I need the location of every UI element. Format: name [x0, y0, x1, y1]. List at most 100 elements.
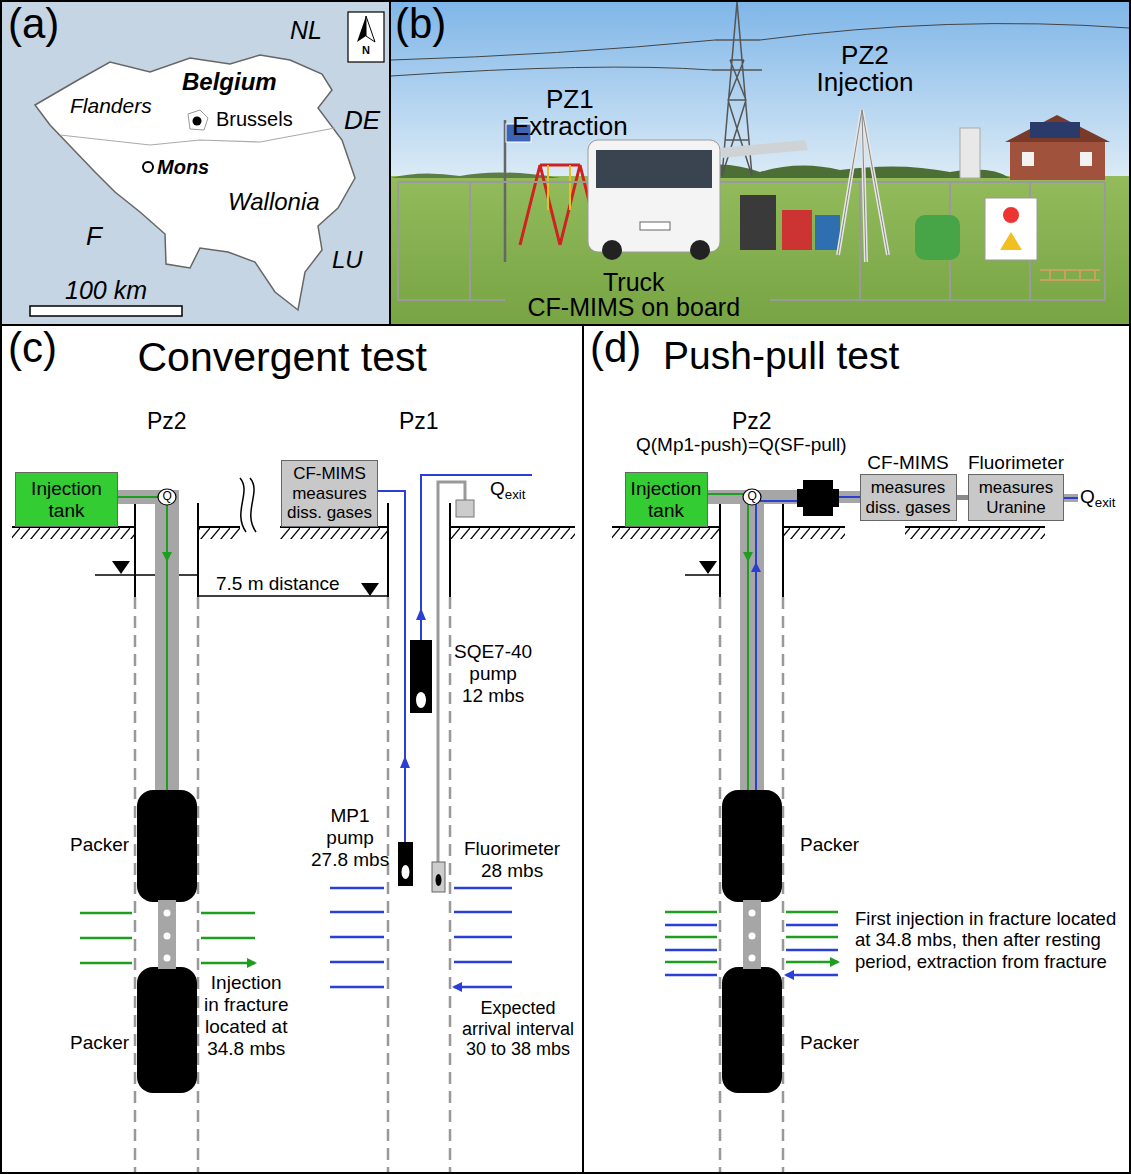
panel-letter: (a): [8, 0, 59, 48]
ground-surface: [905, 528, 1045, 539]
packer: [137, 967, 197, 1093]
flow-label: Qexit: [1080, 486, 1115, 508]
map: [366, 16, 375, 42]
site-photo: [1040, 270, 1100, 280]
site-photo: [720, 140, 808, 158]
site-photo: [838, 110, 888, 262]
map-label: Mons: [157, 156, 209, 179]
site-photo: [391, 24, 1129, 76]
tank-box: Injection tank: [625, 472, 708, 527]
flow-label: Qexit: [490, 478, 525, 500]
map-label: LU: [332, 246, 363, 274]
site-photo: [690, 240, 710, 260]
injection-pipe: [756, 501, 800, 795]
site-photo: [815, 215, 840, 250]
pump-line: [402, 865, 410, 879]
packer: [749, 910, 756, 917]
site-photo: [520, 165, 590, 245]
probe-label: Fluorimeter 28 mbs: [464, 838, 560, 882]
packer: [137, 790, 197, 902]
injection-pipe: [118, 497, 167, 795]
packer: [137, 790, 782, 1093]
map: [188, 110, 208, 130]
water-table: [95, 561, 720, 596]
packer: [164, 910, 171, 917]
packer: [722, 790, 782, 902]
photo-label: PZ2 Injection: [817, 42, 914, 97]
valve-label: Q: [163, 490, 172, 504]
box-label: Injection tank: [31, 478, 102, 522]
well-name: Pz2: [147, 408, 187, 434]
flow-arrow: [330, 888, 512, 987]
panel-letter: (d): [590, 324, 641, 372]
borehole-wall: [135, 597, 783, 1172]
packer-label: Packer: [70, 1032, 129, 1054]
box-label: Injection tank: [631, 478, 702, 522]
map-label: DE: [344, 106, 380, 136]
borehole-wall: [135, 503, 783, 1172]
box-label: CF-MIMS: [293, 464, 366, 484]
site-photo: [1022, 152, 1034, 166]
map-label: Brussels: [216, 108, 293, 131]
injection-pipe: [797, 489, 839, 507]
pump-line: [416, 608, 426, 620]
flow-arrow: [665, 912, 838, 962]
instrument-box: CF-MIMSmeasures diss. gases: [281, 460, 378, 527]
photo-label: Truck CF-MIMS on board: [528, 270, 741, 320]
map: [60, 128, 335, 145]
box-heading: Fluorimeter: [968, 452, 1064, 474]
injection-pipe: [158, 489, 176, 505]
map: [2, 2, 389, 324]
ground-surface: [450, 528, 575, 539]
injection-pipe: [1064, 497, 1078, 499]
box-label: measures Uranine: [979, 478, 1054, 517]
injection-pipe: [740, 490, 764, 800]
panel-letter: (b): [395, 0, 446, 48]
flow-label: Q(Mp1-push)=Q(SF-pull): [636, 434, 847, 456]
pump-line: [400, 756, 410, 768]
tank-box: Injection tank: [15, 472, 118, 527]
injection-pipe: [162, 552, 172, 562]
subscript: exit: [505, 487, 526, 502]
site-photo: [1005, 115, 1110, 142]
distance-break: [240, 478, 256, 532]
packer: [164, 933, 171, 940]
packer-label: Packer: [800, 1032, 859, 1054]
ground-surface: [198, 528, 240, 539]
ground-surface: [12, 528, 135, 539]
injection-pipe: [751, 562, 761, 572]
box-label: measures diss. gases: [287, 484, 372, 523]
map-label: NL: [290, 16, 322, 45]
site-photo: [960, 128, 980, 178]
injection-pipe: [743, 489, 761, 505]
flow-arrow: [80, 913, 255, 963]
site-photo: [398, 182, 1105, 300]
packer: [722, 967, 782, 1093]
figure-panel: (b): [389, 0, 1131, 326]
note: Injection in fracture located at 34.8 mb…: [204, 972, 288, 1059]
panel-letter: (c): [8, 324, 57, 372]
north-label: N: [362, 44, 370, 57]
distance-label: 7.5 m distance: [214, 573, 342, 595]
flow-arrow: [80, 888, 838, 987]
site-photo: [588, 140, 720, 252]
injection-pipe: [1064, 494, 1078, 502]
panel-title: Convergent test: [138, 334, 427, 381]
instrument-box: Fluorimetermeasures Uranine: [968, 474, 1064, 521]
panel-title: Push-pull test: [663, 334, 899, 379]
water-table: [112, 561, 130, 574]
water-table: [95, 575, 720, 596]
injection-pipe: [743, 552, 753, 562]
site-photo: [548, 165, 570, 210]
packer: [743, 900, 761, 969]
injection-pipe: [707, 494, 748, 795]
packer-label: Packer: [70, 834, 129, 856]
map: [35, 55, 355, 310]
photo-label: PZ1 Extraction: [512, 86, 628, 141]
pump-label: MP1 pump 27.8 mbs: [311, 805, 389, 871]
site-photo: [1000, 232, 1022, 250]
site-photo: [391, 2, 1129, 324]
flow-arrow: [665, 925, 838, 975]
pump-line: [436, 874, 442, 886]
